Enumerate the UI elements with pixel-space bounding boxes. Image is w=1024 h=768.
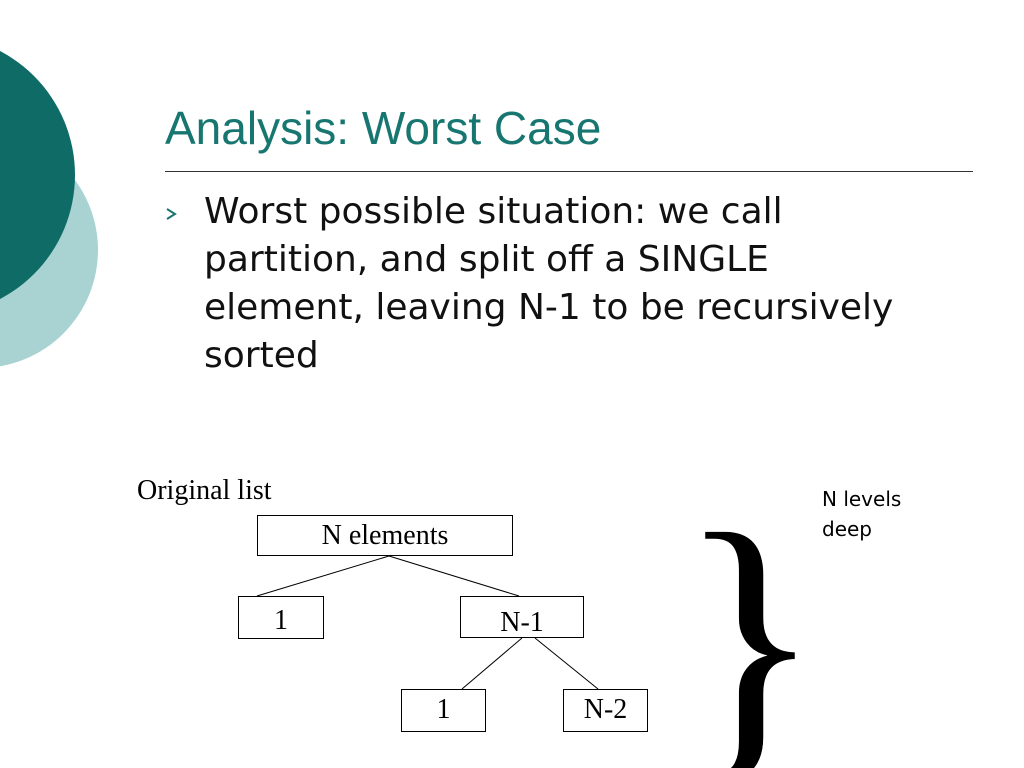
dark-circle bbox=[0, 51, 75, 299]
node-right-2-label: N-2 bbox=[583, 694, 628, 725]
title-divider bbox=[165, 171, 973, 172]
node-right-1: N-1 bbox=[460, 596, 584, 638]
decorative-circles bbox=[0, 51, 98, 367]
node-root-label: N elements bbox=[321, 520, 449, 551]
levels-note-line1: N levels bbox=[822, 487, 902, 511]
node-right-1-label: N-1 bbox=[500, 607, 544, 638]
levels-note: N levels deep bbox=[822, 484, 901, 544]
slide-title: Analysis: Worst Case bbox=[165, 102, 602, 154]
node-root: N elements bbox=[257, 515, 513, 556]
node-left-1-label: 1 bbox=[274, 605, 288, 636]
edge-root-right bbox=[388, 555, 520, 597]
levels-note-line2: deep bbox=[822, 517, 872, 541]
bullet-text: Worst possible situation: we call partit… bbox=[204, 191, 894, 376]
edge-root-left bbox=[256, 555, 390, 597]
node-left-2: 1 bbox=[401, 689, 486, 732]
edge-right-left bbox=[461, 637, 523, 690]
edge-right-right bbox=[534, 637, 599, 690]
arrow-bullet-icon bbox=[166, 208, 177, 220]
node-left-2-label: 1 bbox=[436, 694, 451, 725]
right-brace: } bbox=[678, 473, 822, 768]
node-right-2: N-2 bbox=[563, 689, 648, 732]
node-left-1: 1 bbox=[238, 596, 324, 639]
original-list-caption: Original list bbox=[137, 475, 272, 506]
